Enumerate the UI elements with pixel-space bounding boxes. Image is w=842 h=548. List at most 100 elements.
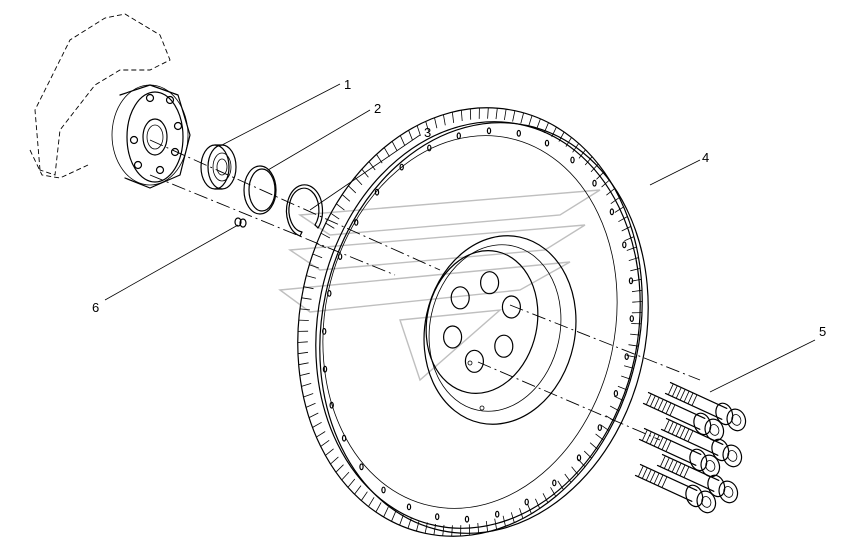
gear-tooth — [375, 502, 382, 513]
axis-line-upper — [149, 139, 441, 271]
gear-tooth — [361, 168, 369, 178]
gear-tooth — [535, 498, 541, 509]
gear-tooth — [306, 275, 317, 279]
rim-hole — [406, 503, 412, 511]
gear-tooth — [519, 508, 524, 519]
gear-tooth — [335, 464, 344, 473]
rim-hole — [524, 498, 529, 506]
gear-tooth — [451, 112, 455, 123]
flywheel-bolts — [634, 381, 747, 514]
gear-tooth — [550, 487, 557, 497]
rim-hole — [329, 401, 334, 409]
gear-tooth — [416, 125, 421, 136]
gear-tooth — [391, 511, 397, 522]
callout-5: 5 — [819, 324, 826, 339]
gear-tooth — [308, 412, 319, 418]
rim-holes — [322, 127, 635, 523]
gear-tooth — [434, 117, 438, 129]
gear-tooth — [299, 372, 310, 376]
gear-tooth — [510, 512, 515, 523]
bolt — [664, 381, 747, 432]
gear-tooth — [487, 107, 489, 119]
gear-tooth — [303, 393, 314, 398]
rim-hole — [399, 163, 404, 171]
gear-tooth — [564, 473, 572, 483]
rim-hole — [629, 315, 635, 323]
gear-tooth — [626, 246, 637, 251]
callout-3: 3 — [424, 125, 431, 140]
gear-tooth — [542, 493, 549, 503]
rim-hole — [427, 144, 432, 152]
bolt-hole — [450, 286, 470, 310]
gear-tooth — [443, 114, 446, 126]
bolt — [656, 453, 739, 504]
retaining-ring — [243, 165, 277, 215]
bolt-axis-line-1 — [509, 304, 701, 381]
gear-tooth — [347, 478, 356, 488]
gear-tooth — [305, 402, 316, 408]
snap-ring — [285, 184, 324, 237]
gear-tooth — [399, 135, 405, 146]
gear-tooth — [485, 521, 489, 532]
gear-tooth — [512, 110, 516, 122]
gear-tooth — [312, 421, 322, 428]
bolt — [660, 417, 743, 468]
gear-tooth — [628, 257, 639, 261]
rim-hole — [381, 486, 386, 494]
gear-tooth — [320, 439, 330, 447]
gear-tooth — [360, 491, 368, 501]
rim-hole — [544, 139, 550, 147]
gear-tooth — [368, 497, 375, 507]
gear-tooth — [584, 156, 593, 166]
rim-hole — [613, 390, 619, 397]
rim-hole — [374, 188, 380, 196]
gear-tooth — [408, 130, 413, 141]
gear-tooth — [477, 522, 480, 534]
gear-tooth — [316, 243, 326, 249]
ring-gear-teeth — [297, 107, 643, 537]
gear-tooth — [354, 485, 362, 495]
rim-hole — [322, 328, 327, 335]
gear-tooth — [399, 514, 404, 526]
gear-tooth — [631, 289, 643, 293]
bolt-holes — [443, 271, 521, 373]
rim-hole — [456, 132, 461, 140]
gear-tooth — [536, 118, 541, 130]
gear-tooth — [528, 115, 533, 127]
rim-hole — [597, 424, 603, 432]
rim-hole — [624, 353, 629, 361]
rim-hole — [322, 365, 328, 373]
gear-tooth — [298, 362, 309, 366]
crankshaft-flange — [29, 13, 191, 189]
gear-tooth — [383, 506, 389, 518]
rim-hole — [354, 218, 359, 226]
rim-hole — [570, 156, 575, 164]
gear-tooth — [391, 141, 398, 151]
gear-tooth — [495, 108, 498, 120]
rim-hole — [609, 208, 615, 216]
bolt-hole — [494, 334, 514, 358]
bolt-hole — [464, 349, 484, 373]
bolt — [634, 463, 717, 514]
gear-tooth — [416, 520, 420, 532]
rim-hole — [359, 463, 364, 471]
rim-hole — [628, 277, 634, 285]
callout-2: 2 — [374, 101, 381, 116]
gear-tooth — [578, 149, 586, 159]
bolt-hole — [501, 295, 521, 319]
gear-tooth — [527, 503, 532, 514]
gear-tooth — [618, 216, 628, 223]
bolt-hole — [480, 271, 500, 295]
rim-hole — [486, 127, 492, 135]
gear-tooth — [460, 110, 463, 122]
rim-hole — [464, 515, 470, 523]
bearing — [200, 144, 237, 190]
gear-tooth — [336, 203, 345, 211]
gear-tooth — [614, 206, 624, 213]
gear-tooth — [571, 466, 579, 476]
gear-tooth — [557, 480, 564, 490]
gear-tooth — [630, 268, 641, 272]
bolt — [642, 391, 725, 442]
gear-tooth — [451, 525, 453, 537]
